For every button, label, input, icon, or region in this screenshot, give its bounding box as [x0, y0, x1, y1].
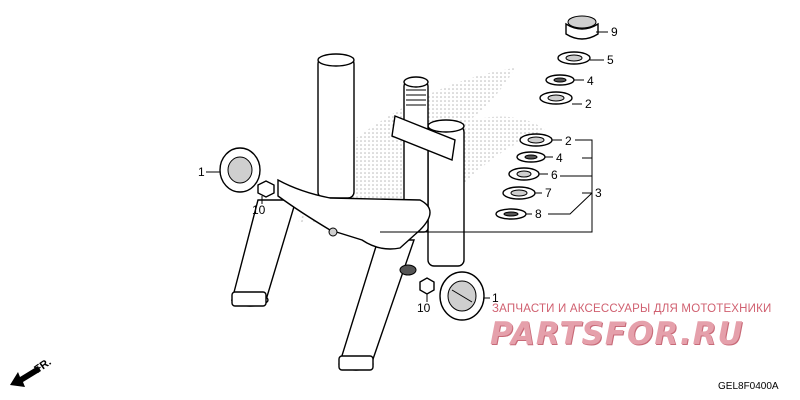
callout-4-lower: 4 [556, 151, 563, 165]
figure-code: GEL8F0400A [718, 381, 779, 392]
upper-bearing-stack [539, 15, 599, 105]
forward-arrow-icon [10, 366, 41, 387]
callout-4-top: 4 [587, 74, 594, 88]
callout-10-left: 10 [252, 203, 266, 217]
callout-9: 9 [611, 25, 618, 39]
steering-stem [403, 76, 429, 233]
right-fork-tube [338, 119, 465, 371]
leader-lines [206, 31, 608, 302]
left-fork-tube [231, 53, 355, 307]
callout-2-lower: 2 [565, 134, 572, 148]
callout-2-top: 2 [585, 97, 592, 111]
callout-1-right: 1 [492, 291, 499, 305]
callout-10-right: 10 [417, 301, 431, 315]
callout-1-left: 1 [198, 165, 205, 179]
callout-8: 8 [535, 207, 542, 221]
right-fork-cap [419, 271, 485, 321]
watermark-logo: PARTSFOR.RU [490, 316, 744, 352]
callout-7: 7 [545, 186, 552, 200]
watermark-subtitle: ЗАПЧАСТИ И АКСЕССУАРЫ ДЛЯ МОТОТЕХНИКИ [492, 303, 772, 315]
callout-numbers: 9 5 4 2 2 4 6 7 8 3 1 10 1 10 [198, 25, 618, 315]
callout-3: 3 [595, 186, 602, 200]
callout-6: 6 [551, 168, 558, 182]
left-fork-cap [219, 147, 275, 198]
callout-5: 5 [607, 53, 614, 67]
